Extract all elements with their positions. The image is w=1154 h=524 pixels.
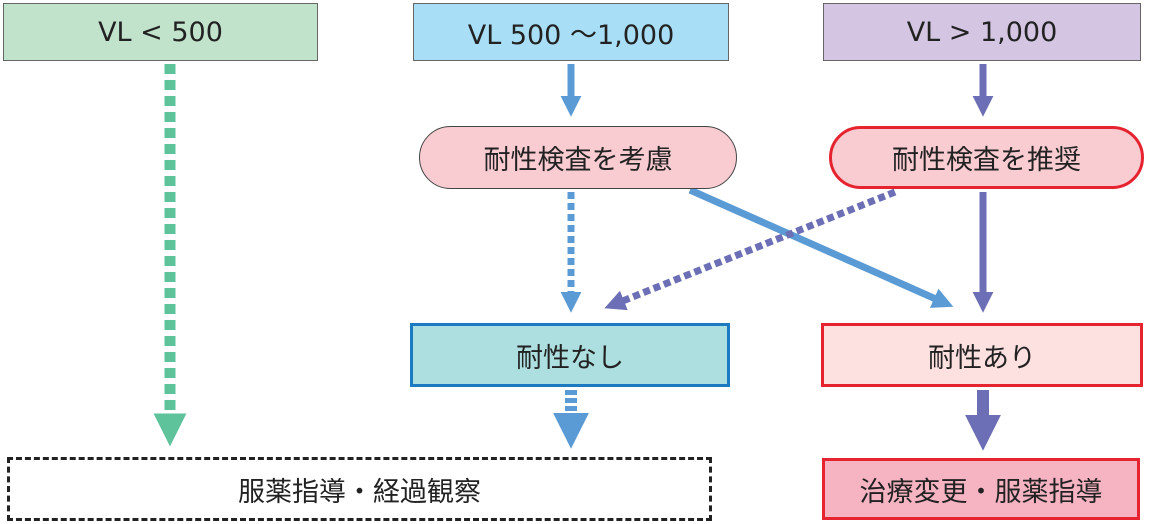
node-vl-low-label: VL < 500 xyxy=(98,16,223,48)
node-consider-test-label: 耐性検査を考慮 xyxy=(483,145,673,176)
node-no-resistance: 耐性なし xyxy=(410,323,730,387)
node-vl-mid: VL 500 〜1,000 xyxy=(413,3,729,61)
node-observe-label: 服薬指導・経過観察 xyxy=(238,476,481,508)
node-change-treatment: 治療変更・服薬指導 xyxy=(822,458,1140,520)
node-change-treatment-label: 治療変更・服薬指導 xyxy=(859,476,1103,508)
node-vl-low: VL < 500 xyxy=(3,3,318,61)
node-recommend-test: 耐性検査を推奨 xyxy=(829,126,1144,189)
node-vl-mid-label: VL 500 〜1,000 xyxy=(467,19,675,51)
node-observe: 服薬指導・経過観察 xyxy=(7,457,712,521)
node-resistance-label: 耐性あり xyxy=(928,342,1036,374)
node-vl-high: VL > 1,000 xyxy=(823,3,1141,61)
arrow-recommend-to-no-resistance xyxy=(604,188,897,311)
node-no-resistance-label: 耐性なし xyxy=(516,342,624,374)
node-resistance: 耐性あり xyxy=(821,323,1143,387)
node-consider-test: 耐性検査を考慮 xyxy=(419,126,737,189)
node-recommend-test-label: 耐性検査を推奨 xyxy=(892,145,1081,176)
arrow-consider-to-resistance xyxy=(688,186,954,308)
node-vl-high-label: VL > 1,000 xyxy=(906,16,1058,48)
